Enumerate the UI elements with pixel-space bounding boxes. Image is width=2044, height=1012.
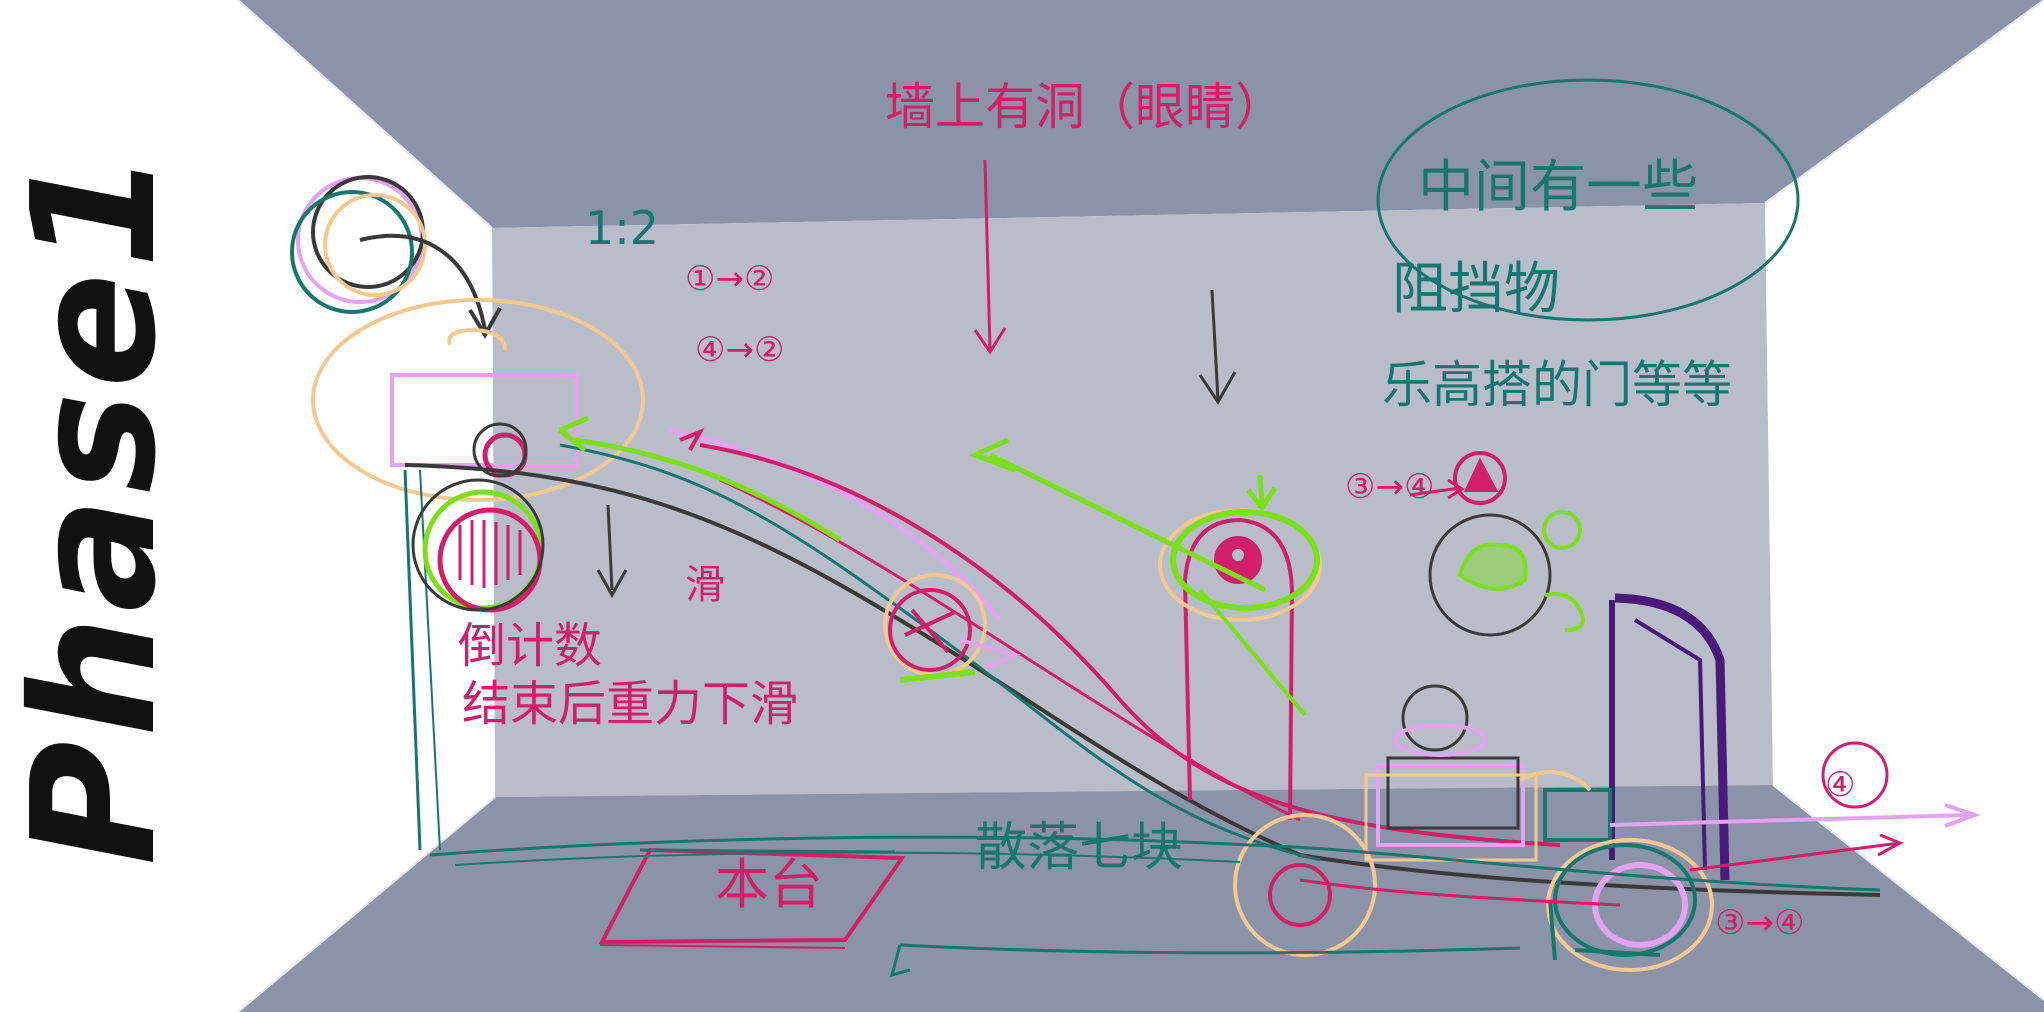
note-slide: 滑 (685, 562, 725, 608)
note-wall-hole: 墙上有洞（眼睛） (885, 78, 1285, 136)
floor-scatter-lines (429, 835, 1881, 978)
bottom-right-ball-sketch (1546, 741, 1982, 972)
note-obstacle-line1: 中间有一些 (1418, 155, 1698, 220)
left-wall-plane (0, 0, 495, 1012)
note-step-b: ④→② (695, 330, 785, 370)
right-ball-sketch (1409, 451, 1585, 637)
obstacle-outline (1376, 78, 1800, 322)
left-apparatus-sketch (311, 298, 645, 851)
phase-title: Phase1 (0, 146, 194, 866)
back-wall-plane (492, 203, 1773, 797)
note-gravity: 结束后重力下滑 (462, 676, 799, 732)
note-step-c: ③→④ (1345, 467, 1435, 507)
note-countdown: 倒计数 (458, 618, 603, 674)
left-ball-sketch (411, 422, 628, 613)
note-scatter: 散落七块 (975, 818, 1184, 878)
note-origin: 本台 (715, 853, 823, 916)
note-step-e: ③→④ (1715, 903, 1805, 943)
note-lego: 乐高搭的门等等 (1382, 356, 1732, 414)
note-obstacle-line2: 阻挡物 (1392, 257, 1560, 322)
ramp-ball-sketch (883, 573, 1022, 683)
eye-pillar-sketch (968, 437, 1322, 821)
note-ratio: 1:2 (585, 201, 660, 255)
note-step-d: ④ (1825, 765, 1856, 805)
machine-sketch (1364, 684, 1612, 862)
wall-hole-arrow (973, 159, 1237, 405)
top-left-ball-sketch (290, 175, 502, 339)
lower-ball-sketch (1233, 813, 1377, 957)
ceiling-plane (238, 0, 2044, 228)
note-step-a: ①→② (685, 259, 775, 299)
